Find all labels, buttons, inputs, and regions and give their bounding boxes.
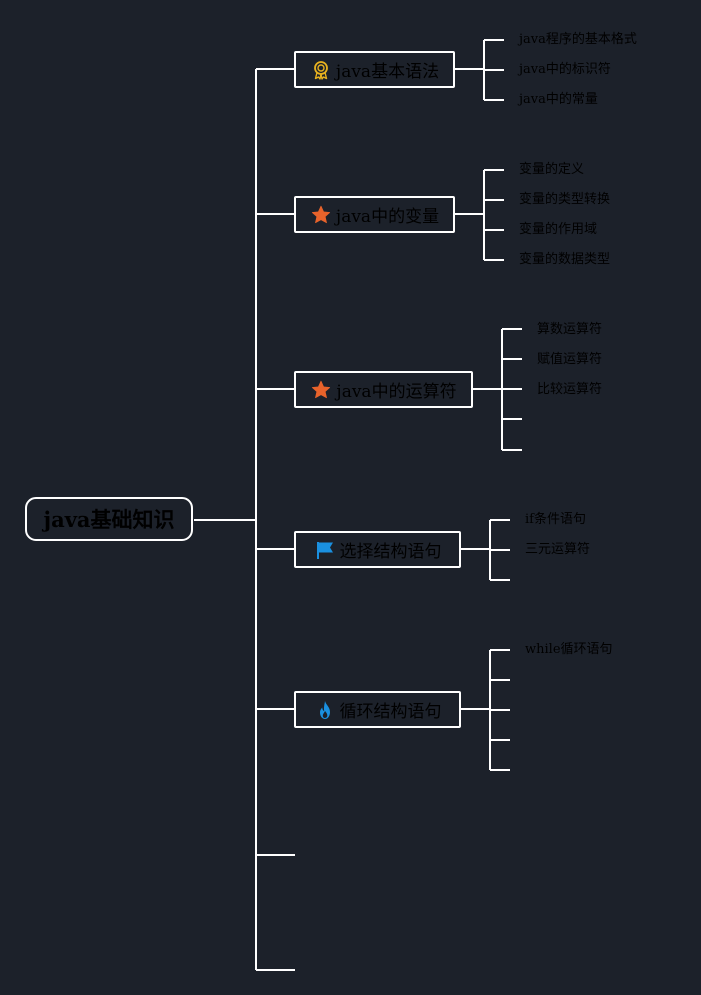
branch-topic-loop-statements[interactable]: 循环结构语句 xyxy=(294,691,461,728)
flame-icon xyxy=(314,699,336,721)
branch-topic-label: 选择结构语句 xyxy=(339,542,442,562)
branch-topic-label: 循环结构语句 xyxy=(339,702,442,722)
branch-topic-label: java中的变量 xyxy=(335,207,440,227)
star-icon xyxy=(310,204,332,226)
branch-topic-selection-statements[interactable]: 选择结构语句 xyxy=(294,531,461,568)
subtopic-item[interactable]: java中的标识符 xyxy=(519,62,611,77)
branch-topic-label: java基本语法 xyxy=(335,62,440,82)
flag-icon xyxy=(314,539,336,561)
subtopic-item[interactable]: 算数运算符 xyxy=(537,322,603,337)
subtopic-item[interactable]: if条件语句 xyxy=(525,512,586,527)
subtopic-item[interactable]: 变量的作用域 xyxy=(519,222,598,237)
root-topic-label: java基础知识 xyxy=(43,507,175,532)
subtopic-item[interactable]: 变量的定义 xyxy=(519,162,585,177)
subtopic-item[interactable]: java程序的基本格式 xyxy=(519,32,637,47)
subtopic-item[interactable]: 三元运算符 xyxy=(525,542,591,557)
star-icon xyxy=(310,379,332,401)
subtopic-item[interactable]: 变量的类型转换 xyxy=(519,192,611,207)
branch-topic-label: java中的运算符 xyxy=(336,382,457,402)
branch-topic-operators[interactable]: java中的运算符 xyxy=(294,371,473,408)
subtopic-item[interactable]: 比较运算符 xyxy=(537,382,603,397)
branch-topic-basic-syntax[interactable]: java基本语法 xyxy=(294,51,455,88)
subtopic-item[interactable]: java中的常量 xyxy=(519,92,598,107)
subtopic-item[interactable]: while循环语句 xyxy=(525,642,613,657)
award-medal-icon xyxy=(310,59,332,81)
branch-topic-variables[interactable]: java中的变量 xyxy=(294,196,455,233)
root-topic[interactable]: java基础知识 xyxy=(25,497,193,541)
subtopic-item[interactable]: 变量的数据类型 xyxy=(519,252,611,267)
subtopic-item[interactable]: 赋值运算符 xyxy=(537,352,603,367)
